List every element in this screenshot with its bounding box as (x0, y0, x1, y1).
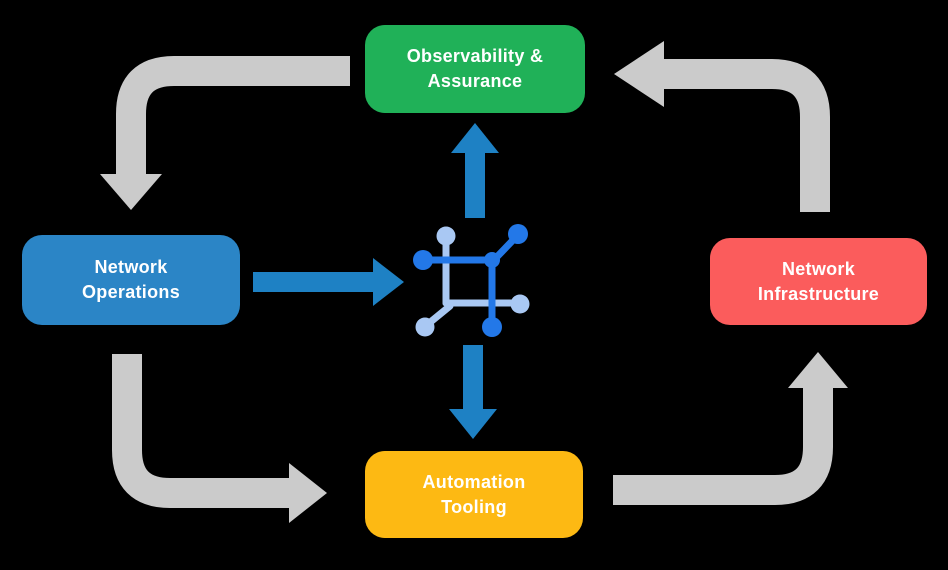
arrow-down-head-icon (100, 174, 162, 210)
arrow-automation-to-infrastructure-shaft (613, 386, 833, 505)
node-label-line: Observability & (406, 46, 544, 66)
node-label-line: Operations (81, 282, 181, 302)
arrow-right-head-icon (289, 463, 327, 523)
network-mesh-icon (413, 224, 530, 337)
blue-arrow-up-head-icon (451, 123, 499, 153)
node-label-line: Automation (422, 471, 526, 492)
node-label-line: Tooling (441, 496, 507, 517)
arrow-infrastructure-to-observability-shaft (662, 59, 830, 212)
network-mesh-icon-dark-nodes (413, 224, 528, 337)
node-network-infrastructure: Network Infrastructure (710, 238, 927, 325)
arrow-up-head-icon (788, 352, 848, 388)
node-network-operations: Network Operations (22, 235, 240, 325)
node-label-line: Network (781, 258, 856, 279)
blue-arrow-down-head-icon (449, 409, 497, 439)
node-label-line: Assurance (427, 71, 523, 91)
blue-arrow-right-head-icon (373, 258, 404, 306)
arrow-left-head-icon (614, 41, 664, 107)
blue-arrow-shafts (253, 153, 485, 409)
network-mesh-icon-light-nodes (415, 226, 530, 337)
blue-arrow-heads (373, 123, 499, 439)
node-automation-tooling: Automation Tooling (365, 451, 583, 538)
node-label-line: Network (94, 257, 168, 277)
node-observability-assurance: Observability & Assurance (365, 25, 585, 113)
gray-arrow-heads (100, 41, 848, 523)
gray-arrow-shafts (112, 56, 833, 508)
arrow-observability-to-operations-shaft (116, 56, 350, 176)
node-label-line: Infrastructure (757, 283, 880, 304)
arrow-operations-to-automation-shaft (112, 354, 291, 508)
